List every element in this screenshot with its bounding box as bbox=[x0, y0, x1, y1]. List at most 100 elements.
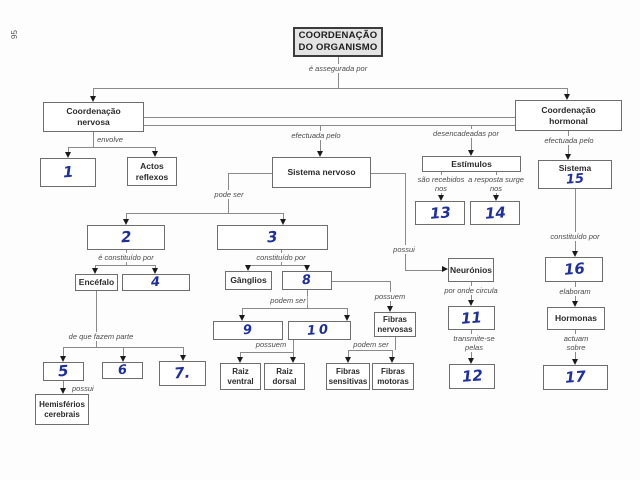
connector-line bbox=[240, 352, 241, 357]
node-fibras-motoras: Fibras motoras bbox=[372, 363, 414, 390]
edge-label: podem ser bbox=[351, 340, 391, 349]
answer-box-14: 14 bbox=[470, 201, 520, 225]
answer-box-2: 2 bbox=[87, 225, 165, 250]
edge-label: transmite-se pelas bbox=[451, 334, 497, 352]
connector-line bbox=[567, 88, 568, 94]
answer-box-8: 8 bbox=[282, 271, 332, 290]
connector-line bbox=[68, 147, 69, 152]
arrowhead-down-icon bbox=[565, 154, 571, 160]
answer-box-11: 11 bbox=[448, 306, 495, 330]
answer-box-1: 1 bbox=[40, 158, 96, 187]
node-fibras-sensitivas: Fibras sensitivas bbox=[326, 363, 370, 390]
handwritten-answer-9: 9 bbox=[242, 322, 254, 339]
handwritten-answer-8: 8 bbox=[301, 272, 313, 289]
connector-line bbox=[293, 352, 294, 357]
arrowhead-down-icon bbox=[245, 265, 251, 271]
connector-line bbox=[144, 125, 515, 126]
arrowhead-down-icon bbox=[123, 219, 129, 225]
arrowhead-down-icon bbox=[344, 315, 350, 321]
edge-label: são recebidos nos bbox=[415, 175, 467, 193]
handwritten-answer-5: 5 bbox=[57, 361, 70, 381]
arrowhead-down-icon bbox=[389, 357, 395, 363]
arrowhead-down-icon bbox=[65, 152, 71, 158]
connector-line bbox=[332, 281, 390, 282]
connector-line bbox=[93, 88, 94, 96]
connector-line bbox=[93, 88, 567, 89]
connector-line bbox=[405, 270, 442, 271]
connector-line bbox=[63, 347, 64, 356]
handwritten-answer-6: 6 bbox=[117, 362, 128, 379]
arrowhead-down-icon bbox=[120, 356, 126, 362]
edge-label: é assegurada por bbox=[306, 64, 370, 73]
answer-box-7: 7. bbox=[159, 361, 206, 386]
node-sistema-hormonal: Sistema 15 bbox=[538, 160, 612, 189]
node-sistema-hormonal-label: Sistema bbox=[558, 162, 592, 173]
answer-box-17: 17 bbox=[543, 365, 608, 390]
arrowhead-right-icon bbox=[442, 266, 448, 272]
answer-box-13: 13 bbox=[415, 201, 465, 225]
arrowhead-down-icon bbox=[387, 306, 393, 312]
connector-line bbox=[228, 173, 272, 174]
handwritten-answer-2: 2 bbox=[120, 227, 132, 247]
arrowhead-down-icon bbox=[345, 357, 351, 363]
connector-line bbox=[371, 173, 405, 174]
arrowhead-down-icon bbox=[237, 357, 243, 363]
arrowhead-down-icon bbox=[152, 268, 158, 274]
arrowhead-down-icon bbox=[438, 195, 444, 201]
connector-line bbox=[144, 117, 515, 118]
connector-line bbox=[93, 132, 94, 148]
arrowhead-down-icon bbox=[468, 358, 474, 364]
arrowhead-down-icon bbox=[572, 301, 578, 307]
node-raiz-ventral: Raiz ventral bbox=[220, 363, 261, 390]
connector-line bbox=[95, 265, 96, 268]
handwritten-answer-10: 10 bbox=[306, 322, 333, 339]
edge-label: possui bbox=[391, 245, 417, 254]
connector-line bbox=[392, 350, 393, 357]
connector-line bbox=[155, 265, 156, 268]
connector-line bbox=[240, 352, 293, 353]
edge-label: de que fazem parte bbox=[66, 332, 136, 341]
connector-line bbox=[183, 347, 184, 355]
answer-box-10: 10 bbox=[288, 321, 351, 340]
handwritten-answer-16: 16 bbox=[562, 259, 586, 279]
connector-line bbox=[126, 213, 127, 219]
node-hemisferios-cerebrais: Hemisférios cerebrais bbox=[35, 394, 89, 425]
node-estimulos: Estímulos bbox=[422, 156, 521, 172]
handwritten-answer-1: 1 bbox=[62, 162, 74, 182]
connector-line bbox=[348, 350, 349, 357]
connector-line bbox=[248, 265, 307, 266]
answer-box-4: 4 bbox=[122, 274, 190, 291]
edge-label: por onde circula bbox=[442, 286, 500, 295]
connector-line bbox=[575, 189, 576, 251]
handwritten-answer-14: 14 bbox=[483, 202, 507, 223]
arrowhead-down-icon bbox=[468, 300, 474, 306]
edge-label: podem ser bbox=[268, 296, 308, 305]
edge-label: possui bbox=[70, 384, 96, 393]
connector-line bbox=[347, 308, 348, 315]
connector-line bbox=[405, 173, 406, 270]
arrowhead-down-icon bbox=[90, 96, 96, 102]
node-title: COORDENAÇÃO DO ORGANISMO bbox=[293, 27, 383, 57]
node-coordenacao-hormonal: Coordenação hormonal bbox=[515, 100, 622, 131]
node-sistema-nervoso: Sistema nervoso bbox=[272, 157, 371, 188]
node-coordenacao-nervosa: Coordenação nervosa bbox=[43, 102, 144, 132]
arrowhead-down-icon bbox=[92, 268, 98, 274]
answer-box-3: 3 bbox=[217, 225, 328, 250]
connector-line bbox=[283, 213, 284, 219]
arrowhead-down-icon bbox=[280, 219, 286, 225]
answer-box-12: 12 bbox=[449, 364, 495, 389]
arrowhead-down-icon bbox=[180, 355, 186, 361]
arrowhead-down-icon bbox=[572, 359, 578, 365]
arrowhead-down-icon bbox=[60, 356, 66, 362]
edge-label: efectuada pelo bbox=[542, 136, 596, 145]
connector-line bbox=[126, 213, 283, 214]
page-number: 95 bbox=[9, 30, 19, 39]
arrowhead-down-icon bbox=[290, 357, 296, 363]
node-hormonas: Hormonas bbox=[547, 307, 605, 330]
handwritten-answer-11: 11 bbox=[460, 307, 483, 328]
answer-box-5: 5 bbox=[43, 362, 84, 381]
handwritten-answer-7: 7. bbox=[173, 363, 192, 383]
connector-line bbox=[123, 347, 124, 356]
answer-box-6: 6 bbox=[102, 362, 143, 379]
handwritten-answer-3: 3 bbox=[266, 227, 279, 247]
